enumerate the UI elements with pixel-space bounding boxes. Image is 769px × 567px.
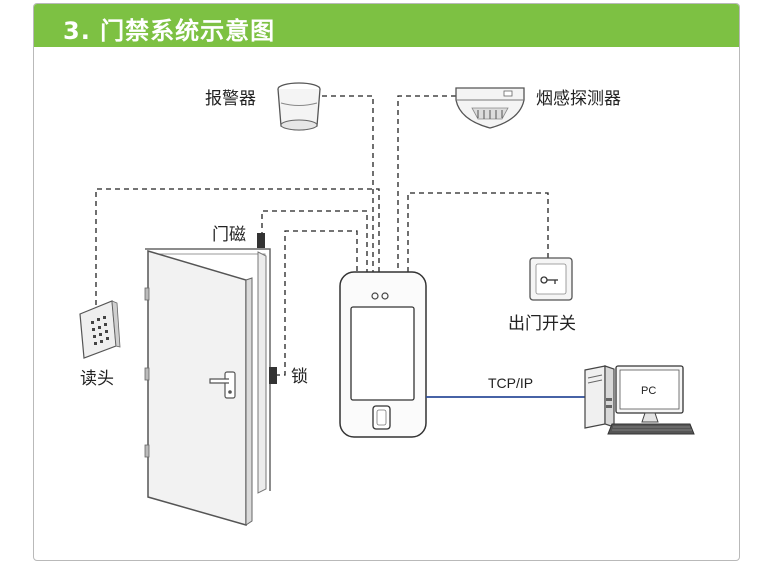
- door-sensor-label: 门磁: [212, 225, 246, 245]
- card-reader-icon: [79, 300, 121, 359]
- wire-lock: [275, 230, 358, 376]
- lock-icon: [269, 367, 277, 384]
- lock-label: 锁: [291, 367, 308, 387]
- fingerprint-sensor-icon: [372, 405, 391, 430]
- wire-reader: [95, 188, 380, 305]
- wire-smoke: [397, 95, 456, 278]
- smoke-detector-label: 烟感探测器: [536, 89, 621, 109]
- exit-button-label: 出门开关: [508, 314, 576, 334]
- pc-icon: [584, 365, 695, 435]
- access-terminal: [339, 271, 427, 438]
- wire-exit-button: [407, 192, 549, 278]
- door-handle-icon: [209, 371, 236, 399]
- alarm-icon: [277, 82, 321, 131]
- wire-door-sensor: [261, 210, 368, 278]
- pc-label: PC: [641, 385, 656, 397]
- alarm-label: 报警器: [205, 89, 256, 109]
- network-label: TCP/IP: [488, 375, 533, 391]
- title-banner: 3. 门禁系统示意图: [34, 4, 739, 47]
- reader-label: 读头: [80, 369, 114, 389]
- smoke-detector-icon: [455, 87, 525, 129]
- door: [144, 248, 271, 526]
- door-sensor-icon: [257, 233, 265, 248]
- dashed-wires: [95, 95, 549, 376]
- wire-alarm: [322, 95, 374, 278]
- exit-button-icon: [529, 257, 573, 301]
- page-title: 3. 门禁系统示意图: [63, 17, 276, 45]
